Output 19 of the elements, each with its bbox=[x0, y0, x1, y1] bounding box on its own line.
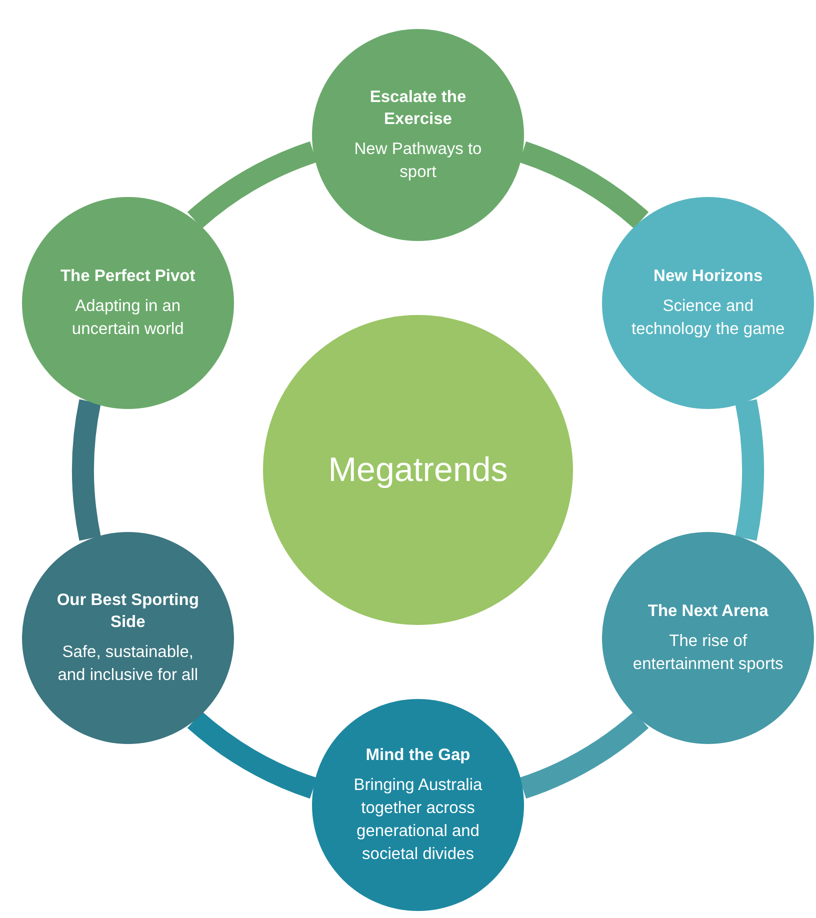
topic-heading: The Perfect Pivot bbox=[60, 266, 196, 286]
topic-description: Science and technology the game bbox=[630, 296, 786, 340]
topic-description: Safe, sustainable, and inclusive for all bbox=[56, 642, 200, 686]
ring-connector bbox=[72, 400, 101, 540]
topic-description: New Pathways to sport bbox=[353, 139, 483, 183]
topic-heading: Mind the Gap bbox=[366, 745, 470, 766]
topic-heading: The Next Arena bbox=[648, 600, 768, 622]
topic-description: Adapting in an uncertain world bbox=[70, 296, 185, 340]
topic-heading: New Horizons bbox=[654, 266, 763, 286]
ring-connector bbox=[735, 400, 764, 540]
circle-title: Megatrends bbox=[328, 450, 508, 490]
ring-connector bbox=[188, 142, 318, 229]
topic-heading: Our Best Sporting Side bbox=[56, 590, 200, 632]
topic-description: The rise of entertainment sports bbox=[632, 630, 784, 674]
ring-connector bbox=[518, 711, 648, 798]
topic-heading: Escalate the Exercise bbox=[368, 87, 468, 130]
ring-connector bbox=[518, 142, 648, 229]
topic-description: Bringing Australia together across generational and societal divides bbox=[352, 775, 484, 865]
ring-connector bbox=[188, 711, 318, 798]
